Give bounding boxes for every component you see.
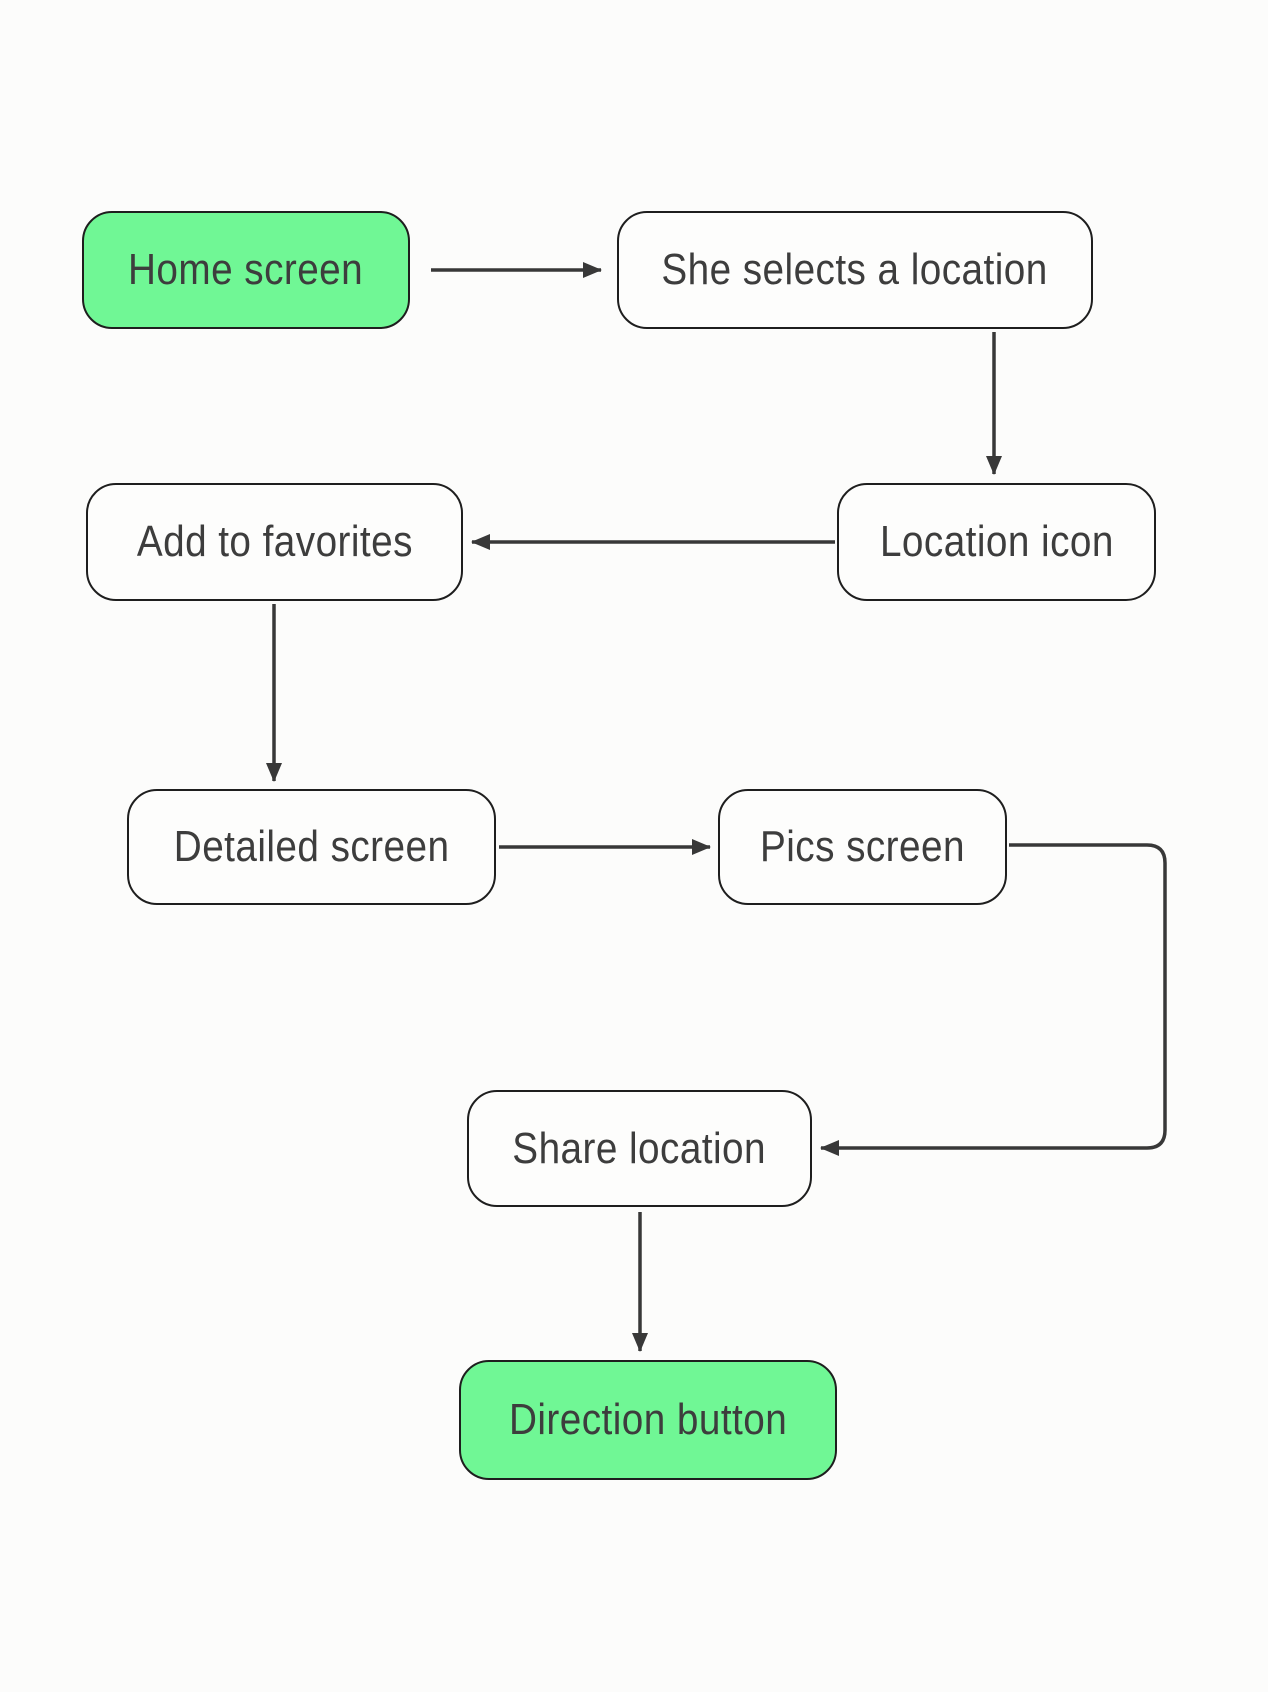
node-pics-screen[interactable]: Pics screen (718, 789, 1007, 905)
node-direction-button[interactable]: Direction button (459, 1360, 837, 1480)
node-pics-screen-label: Pics screen (760, 822, 965, 871)
node-home-screen-label: Home screen (128, 245, 364, 294)
node-detailed-screen[interactable]: Detailed screen (127, 789, 496, 905)
node-home-screen[interactable]: Home screen (82, 211, 410, 329)
node-share-location-label: Share location (512, 1123, 767, 1173)
node-she-selects-a-location-label: She selects a location (661, 245, 1049, 294)
node-location-icon[interactable]: Location icon (837, 483, 1156, 601)
node-she-selects-a-location[interactable]: She selects a location (617, 211, 1093, 329)
node-add-to-favorites[interactable]: Add to favorites (86, 483, 463, 601)
node-location-icon-label: Location icon (879, 517, 1114, 566)
node-share-location[interactable]: Share location (467, 1090, 812, 1207)
node-add-to-favorites-label: Add to favorites (136, 517, 413, 566)
node-detailed-screen-label: Detailed screen (173, 822, 450, 871)
node-direction-button-label: Direction button (508, 1395, 788, 1444)
